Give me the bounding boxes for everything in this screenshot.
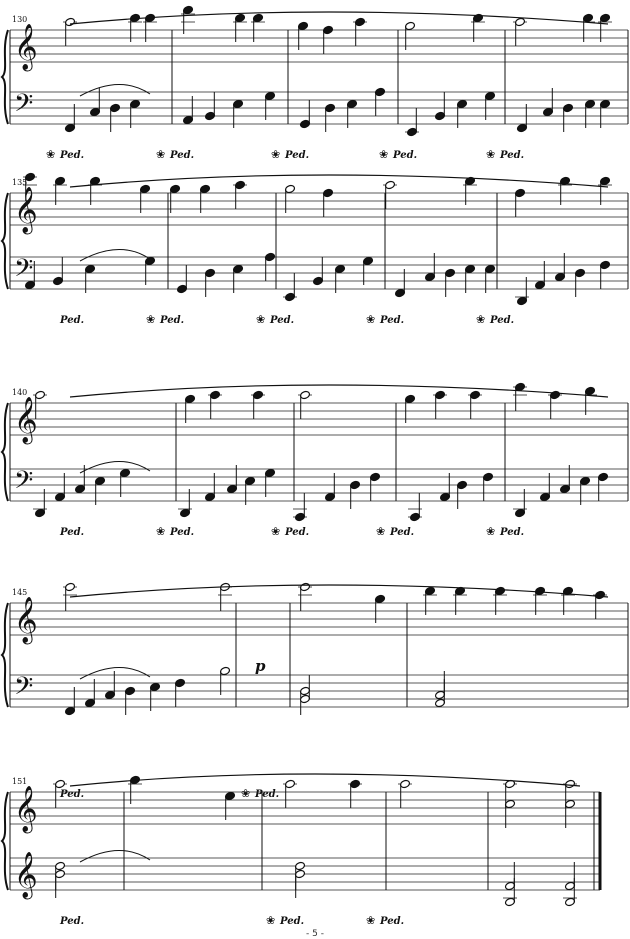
- pedal-mark: Ped.: [59, 527, 84, 538]
- treble-clef-icon: 𝄞: [14, 852, 38, 900]
- bass-clef-icon: 𝄢: [14, 672, 33, 707]
- pedal-mark: Ped.: [59, 916, 84, 927]
- pedal-release-icon: ❀: [366, 914, 375, 927]
- slur: [79, 850, 151, 863]
- bass-staff: 𝄢: [10, 466, 628, 502]
- slur: [79, 249, 151, 262]
- brace: [0, 602, 9, 708]
- bass-clef-icon: 𝄢: [14, 89, 33, 124]
- pedal-mark: Ped.: [499, 150, 524, 161]
- measure-number: 130: [12, 15, 27, 24]
- pedal-release-icon: ❀: [266, 914, 275, 927]
- pedal-mark: Ped.: [59, 315, 84, 326]
- slur: [79, 667, 151, 680]
- pedal-release-icon: ❀: [376, 525, 385, 538]
- bass-staff: 𝄢: [10, 89, 628, 125]
- bass-clef-icon: 𝄢: [14, 466, 33, 501]
- pedal-release-icon: ❀: [156, 525, 165, 538]
- pedal-release-icon: ❀: [146, 313, 155, 326]
- pedal-release-icon: ❀: [241, 787, 250, 800]
- slur: [69, 174, 609, 188]
- pedal-mark: Ped.: [489, 315, 514, 326]
- pedal-mark: Ped.: [284, 527, 309, 538]
- slur: [79, 461, 151, 474]
- treble-staff: 𝄞: [10, 397, 628, 445]
- brace: [0, 791, 9, 891]
- pedal-release-icon: ❀: [271, 525, 280, 538]
- treble-staff: 𝄞: [10, 597, 628, 645]
- measure-number: 135: [12, 178, 27, 187]
- pedal-mark: Ped.: [169, 527, 194, 538]
- pedal-mark: Ped.: [379, 916, 404, 927]
- pedal-mark: Ped.: [59, 150, 84, 161]
- page-number: - 5 -: [306, 929, 324, 939]
- pedal-mark: Ped.: [169, 150, 194, 161]
- bass-clef-icon: 𝄢: [14, 254, 33, 289]
- pedal-mark: Ped.: [499, 527, 524, 538]
- pedal-release-icon: ❀: [486, 148, 495, 161]
- pedal-mark: Ped.: [284, 150, 309, 161]
- treble-clef-icon: 𝄞: [14, 397, 38, 445]
- pedal-mark: Ped.: [279, 916, 304, 927]
- slur: [79, 84, 151, 97]
- pedal-mark: Ped.: [389, 527, 414, 538]
- measure-number: 151: [12, 777, 27, 786]
- treble-clef-icon: 𝄞: [14, 24, 38, 72]
- pedal-mark: Ped.: [59, 789, 84, 800]
- bass-staff: 𝄢: [10, 672, 628, 708]
- slur: [69, 773, 581, 787]
- slur: [69, 384, 609, 398]
- pedal-mark: Ped.: [379, 315, 404, 326]
- treble-staff: 𝄞: [10, 24, 628, 72]
- pedal-mark: Ped.: [254, 789, 279, 800]
- treble-clef-icon: 𝄞: [14, 187, 38, 235]
- pedal-release-icon: ❀: [379, 148, 388, 161]
- dynamic-marking: p: [255, 657, 266, 675]
- treble-staff: 𝄞: [10, 786, 600, 834]
- measure-number: 145: [12, 588, 27, 597]
- pedal-mark: Ped.: [392, 150, 417, 161]
- measure-number: 140: [12, 388, 27, 397]
- pedal-release-icon: ❀: [156, 148, 165, 161]
- pedal-release-icon: ❀: [271, 148, 280, 161]
- pedal-release-icon: ❀: [476, 313, 485, 326]
- slur: [69, 584, 609, 598]
- bass-staff: 𝄞: [10, 852, 600, 900]
- pedal-mark: Ped.: [159, 315, 184, 326]
- pedal-release-icon: ❀: [256, 313, 265, 326]
- pedal-release-icon: ❀: [486, 525, 495, 538]
- pedal-mark: Ped.: [269, 315, 294, 326]
- brace: [0, 29, 9, 125]
- treble-clef-icon: 𝄞: [14, 597, 38, 645]
- pedal-release-icon: ❀: [366, 313, 375, 326]
- treble-staff: 𝄞: [10, 187, 628, 235]
- slur: [69, 11, 609, 25]
- brace: [0, 402, 9, 502]
- pedal-release-icon: ❀: [46, 148, 55, 161]
- brace: [0, 192, 9, 290]
- treble-clef-icon: 𝄞: [14, 786, 38, 834]
